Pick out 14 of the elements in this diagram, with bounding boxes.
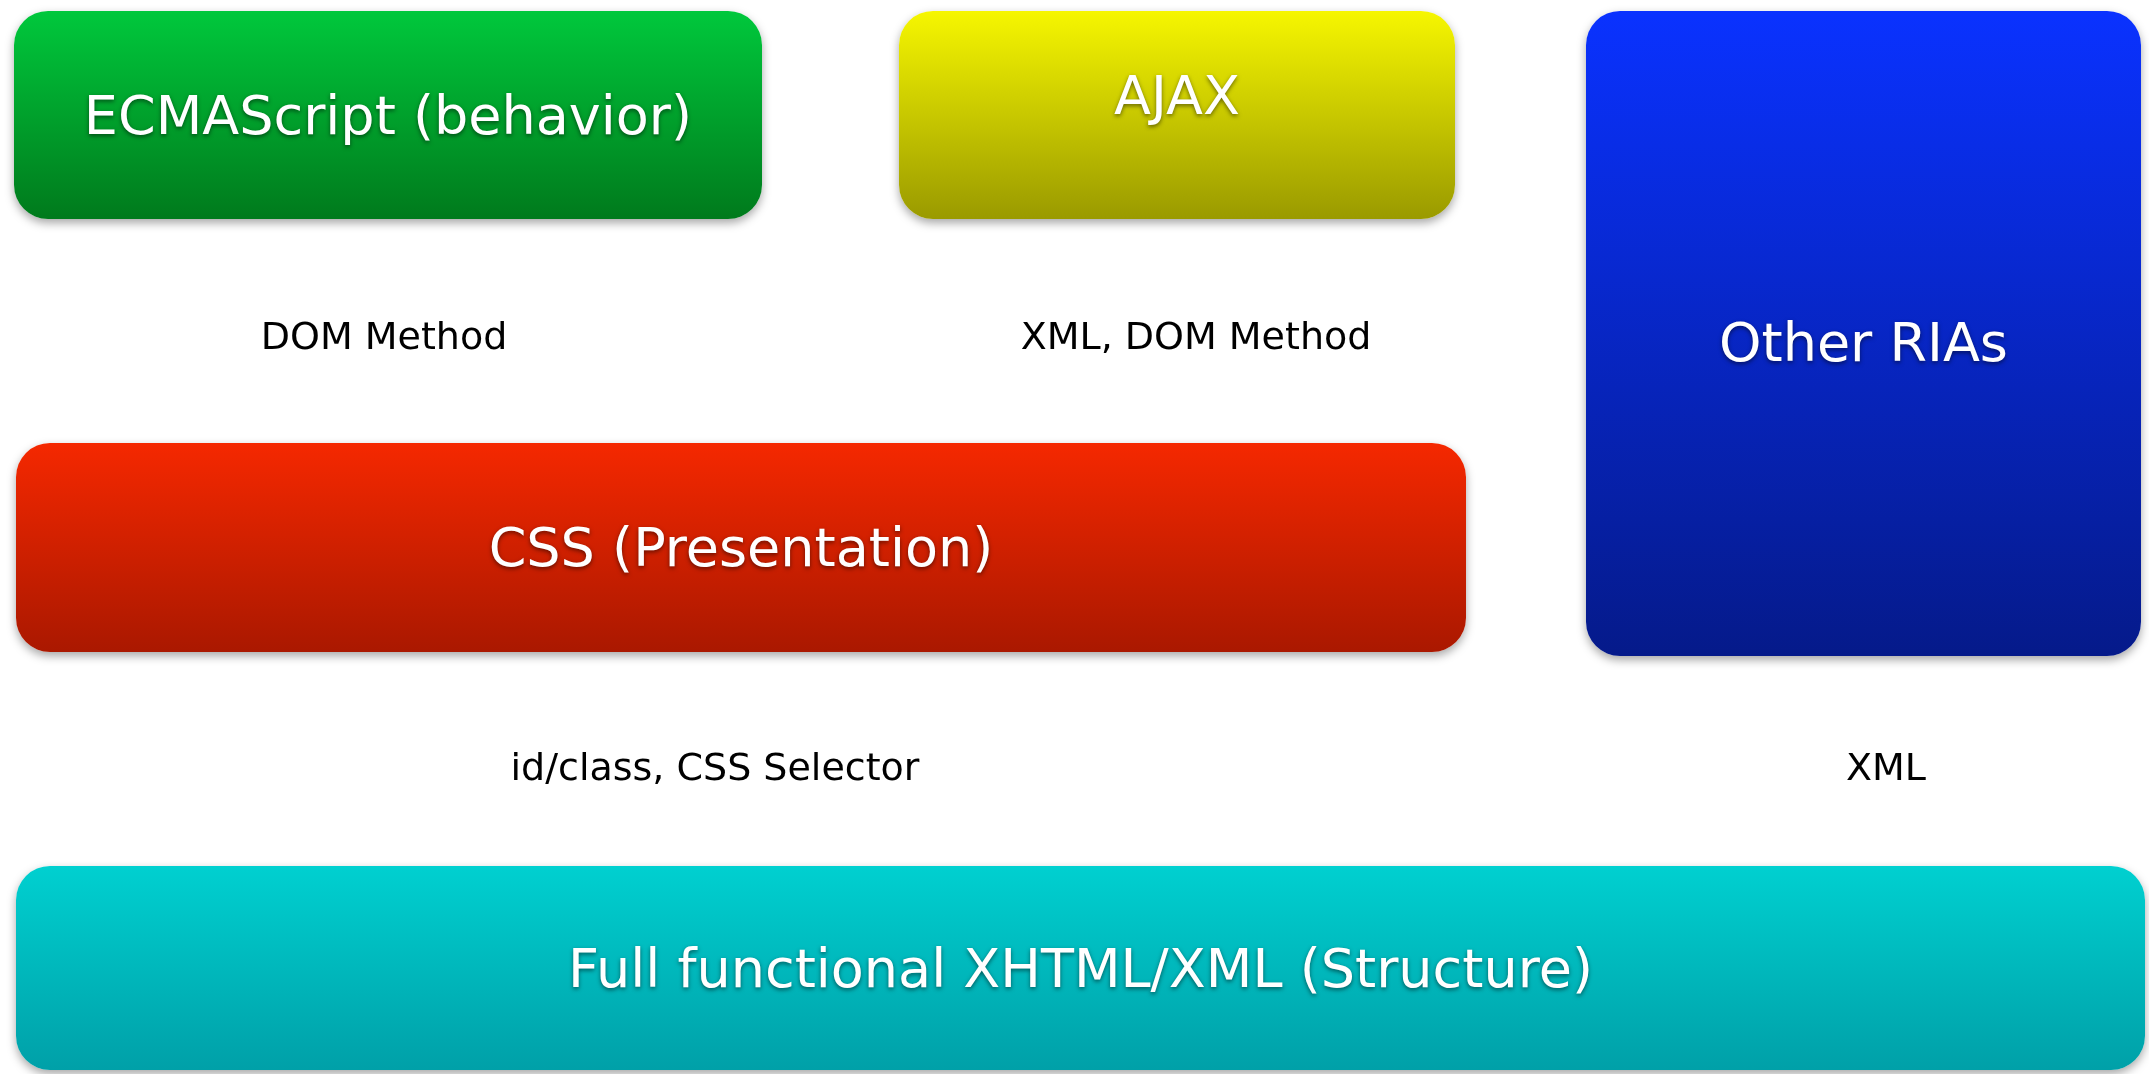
layer-box — [16, 866, 2145, 1070]
layer-title: ECMAScript (behavior) — [83, 83, 693, 147]
layer-box — [14, 11, 762, 219]
interface-label: id/class, CSS Selector — [510, 745, 920, 789]
layer-box — [899, 11, 1455, 219]
layer-box — [16, 443, 1466, 652]
layer-box — [1586, 11, 2141, 656]
layer-title: Full functional XHTML/XML (Structure) — [568, 936, 1593, 1000]
layer-title: CSS (Presentation) — [488, 516, 994, 579]
layer-title: Other RIAs — [1719, 311, 2008, 374]
interface-label: XML, DOM Method — [1020, 314, 1372, 358]
interface-label: DOM Method — [260, 314, 508, 358]
interface-label: XML — [1846, 745, 1926, 789]
layer-title: AJAX — [1114, 63, 1240, 127]
